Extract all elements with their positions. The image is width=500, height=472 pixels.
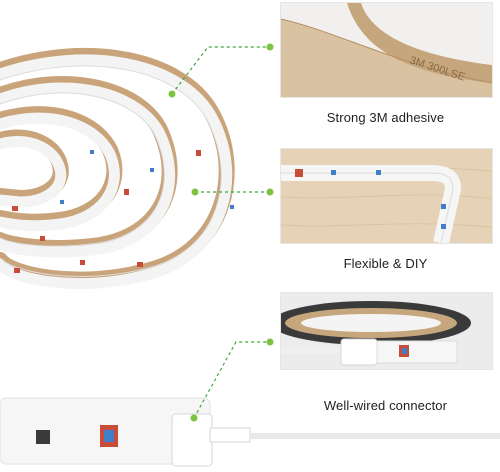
strip-body	[0, 54, 233, 290]
callout-dot	[190, 414, 198, 422]
led-chips	[12, 150, 234, 273]
callout-dot	[168, 90, 176, 98]
feature-label-connector: Well-wired connector	[323, 398, 448, 413]
feature-label-flexible: Flexible & DIY	[343, 256, 428, 271]
connector-icon	[281, 301, 471, 366]
resistor-chip	[36, 430, 50, 444]
callout-dot	[266, 188, 274, 196]
callout-line-connector	[193, 341, 268, 419]
flexible-detail-panel	[280, 148, 493, 244]
callout-dots	[168, 43, 274, 422]
connector-detail-panel	[280, 292, 493, 370]
callout-line-adhesive	[171, 46, 268, 95]
callout-dot	[266, 43, 274, 51]
strip-connector-plug	[171, 413, 213, 467]
adhesive-tape-icon: 3M 300LSE	[281, 3, 492, 97]
connector-sleeve	[209, 427, 251, 443]
feature-label-adhesive: Strong 3M adhesive	[326, 110, 445, 125]
callout-dot	[266, 338, 274, 346]
callout-lines	[171, 46, 268, 419]
bent-strip-icon	[281, 165, 492, 243]
adhesive-detail-panel: 3M 300LSE	[280, 2, 493, 98]
strip-outline	[0, 65, 222, 277]
callout-dot	[191, 188, 199, 196]
